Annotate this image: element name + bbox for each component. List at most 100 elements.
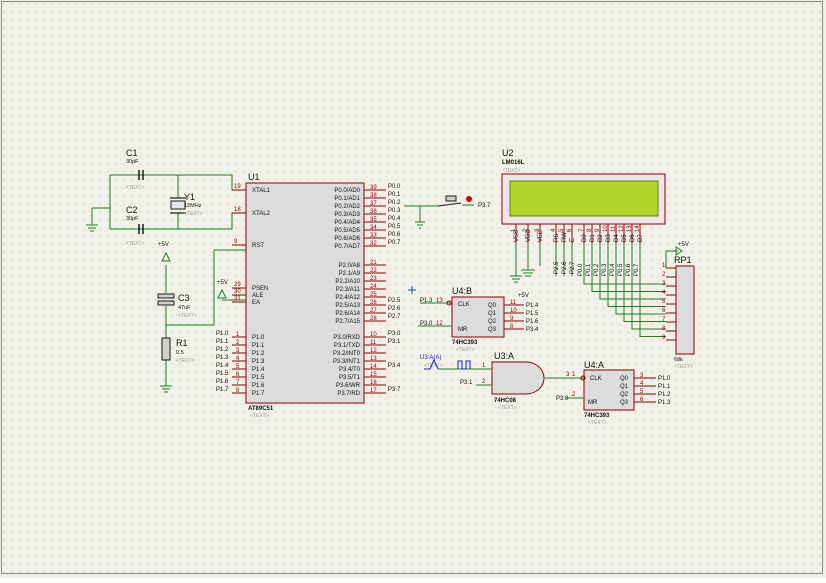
- u1-pin-number: 18: [234, 207, 241, 213]
- switch-state-indicator: [466, 196, 472, 202]
- u1-pin-name: P0.6/AD6: [334, 236, 360, 242]
- net-label-p1: P1.0: [216, 331, 229, 337]
- u4a-net-label: P3.0: [556, 396, 569, 402]
- u2-pin-number: 4: [551, 228, 557, 232]
- lcd-data-wire: [639, 244, 666, 337]
- lcd-data-label: P0.5: [618, 263, 624, 276]
- lcd-data-label: P0.1: [586, 263, 592, 276]
- u1-pin-number: 37: [370, 201, 377, 207]
- u1-pin-name: P1.5: [252, 375, 265, 381]
- u1-pin-name: XTAL2: [252, 211, 271, 217]
- push-button-switch[interactable]: P3.7: [404, 195, 491, 229]
- u4b-ref: U4:B: [452, 286, 472, 296]
- u1-pin-number: 28: [370, 316, 377, 322]
- rp1-body: [675, 265, 695, 355]
- capacitor-c2[interactable]: C2 30pF <TEXT>: [126, 205, 145, 247]
- clock-arrow-icon: [424, 358, 439, 370]
- u2-pin-name: D3: [606, 234, 612, 242]
- u1-pin-name: P0.3/AD3: [334, 212, 360, 218]
- u1-pin-number: 27: [370, 308, 377, 314]
- u2-pin-name: D0: [582, 234, 588, 242]
- lcd-control-label: P2.7: [570, 261, 576, 274]
- u1-pin-name: P0.4/AD4: [334, 220, 360, 226]
- and-gate-u3a[interactable]: U3:A 74HC08 <TEXT> 1 2 3 P3.1: [438, 351, 586, 411]
- lcd-data-label: P0.6: [626, 263, 632, 276]
- net-label-p0: P0.0: [388, 184, 401, 190]
- net-label-p1: P1.6: [216, 379, 229, 385]
- net-label-p2: P2.6: [388, 306, 401, 312]
- u1-pin-name: P2.3/A11: [336, 287, 361, 293]
- u4a-clk: CLK: [590, 376, 602, 382]
- lcd-screen[interactable]: [509, 180, 659, 217]
- u1-pin-name: ALE: [252, 293, 263, 299]
- resistor-r1[interactable]: R1 0.5 <TEXT>: [161, 337, 195, 364]
- u1-port3-pins: 10P3.0/RXD11P3.1/TXD12P3.2/INT013P3.3/IN…: [333, 332, 386, 397]
- crystal-y1[interactable]: Y1 12MHz <TEXT>: [170, 192, 203, 217]
- u2-pin-name: VSS: [514, 230, 520, 242]
- net-label-p1: P1.3: [216, 355, 229, 361]
- u1-pin-number: 11: [370, 340, 377, 346]
- u3a-ref: U3:A: [494, 351, 514, 361]
- u1-ref: U1: [248, 172, 260, 182]
- reset-section[interactable]: +5V +5V C3 47uF <TEXT> R1 0.5 <TEXT>: [157, 242, 246, 393]
- u1-pin-number: 15: [370, 372, 377, 378]
- oscillator-section[interactable]: C1 30pF <TEXT> C2 30pF <TEXT> Y1 12MHz <…: [86, 148, 246, 247]
- u4b-out-name: Q2: [488, 319, 497, 325]
- u1-pin-number: 4: [236, 356, 240, 362]
- u3a-pin2: 2: [482, 379, 486, 385]
- u2-pin-number: 14: [635, 225, 641, 232]
- u1-pin-name: XTAL1: [252, 188, 271, 194]
- u1-pin-number: 21: [370, 260, 377, 266]
- u1-pin-number: 25: [370, 292, 377, 298]
- microcontroller-u1[interactable]: U1 AT89C51 <TEXT> 19XTAL118XTAL29RST29PS…: [232, 172, 386, 419]
- rp1-pin-number: 4: [662, 290, 666, 296]
- lcd-data-wire: [623, 244, 666, 322]
- u2-pin-name: VDD: [526, 229, 532, 242]
- net-label-p0: P0.2: [388, 200, 401, 206]
- clock-generator[interactable]: U3:A(A) <TEXT>: [420, 355, 471, 370]
- u4a-out-label: P1.0: [658, 376, 671, 382]
- u4a-out-name: Q2: [620, 392, 629, 398]
- u4b-out-name: Q1: [488, 311, 497, 317]
- u1-pin-number: 33: [370, 233, 377, 239]
- net-label-p0: P0.5: [388, 224, 401, 230]
- capacitor-c1[interactable]: C1 30pF <TEXT>: [126, 148, 145, 191]
- sheet-border: [1, 1, 823, 574]
- u1-pin-name: P2.4/A12: [335, 295, 360, 301]
- u4a-text: <TEXT>: [588, 420, 607, 426]
- rp1-pin-number: 7: [662, 317, 666, 323]
- net-label-p3: P3.7: [388, 387, 401, 393]
- u2-pin-name: D6: [630, 234, 636, 242]
- u1-text: <TEXT>: [250, 413, 269, 419]
- u4b-out-label: P1.6: [526, 319, 539, 325]
- u2-pin-number: 11: [611, 225, 617, 232]
- u4a-pin-number: 5: [640, 389, 644, 395]
- u3a-pin3: 3: [566, 372, 570, 378]
- cursor-crosshair-icon: [408, 286, 416, 294]
- vcc-arrow-icon: [217, 288, 227, 299]
- u4b-clk: CLK: [458, 302, 470, 308]
- u1-pin-number: 8: [236, 388, 240, 394]
- u4a-pin-number: 2: [572, 392, 576, 398]
- u1-pin-number: 12: [370, 348, 377, 354]
- u4a-pin-number: 4: [640, 381, 644, 387]
- u1-pin-name: P1.6: [252, 383, 265, 389]
- u1-pin-name: P3.7/RD: [337, 391, 360, 397]
- u1-pin-number: 5: [236, 364, 240, 370]
- net-label-p3: P3.1: [388, 339, 401, 345]
- counter-u4b[interactable]: U4:B 74HC393 <TEXT> CLK MR 13P1.312P3.0Q…: [418, 286, 539, 353]
- net-label-p2: P2.7: [388, 314, 401, 320]
- capacitor-c3[interactable]: C3 47uF <TEXT>: [157, 293, 197, 319]
- u4b-net-label: P3.0: [420, 321, 433, 327]
- vcc-label-reset: +5V: [158, 242, 169, 248]
- u1-pin-number: 17: [370, 388, 377, 394]
- c2-ref: C2: [126, 205, 138, 215]
